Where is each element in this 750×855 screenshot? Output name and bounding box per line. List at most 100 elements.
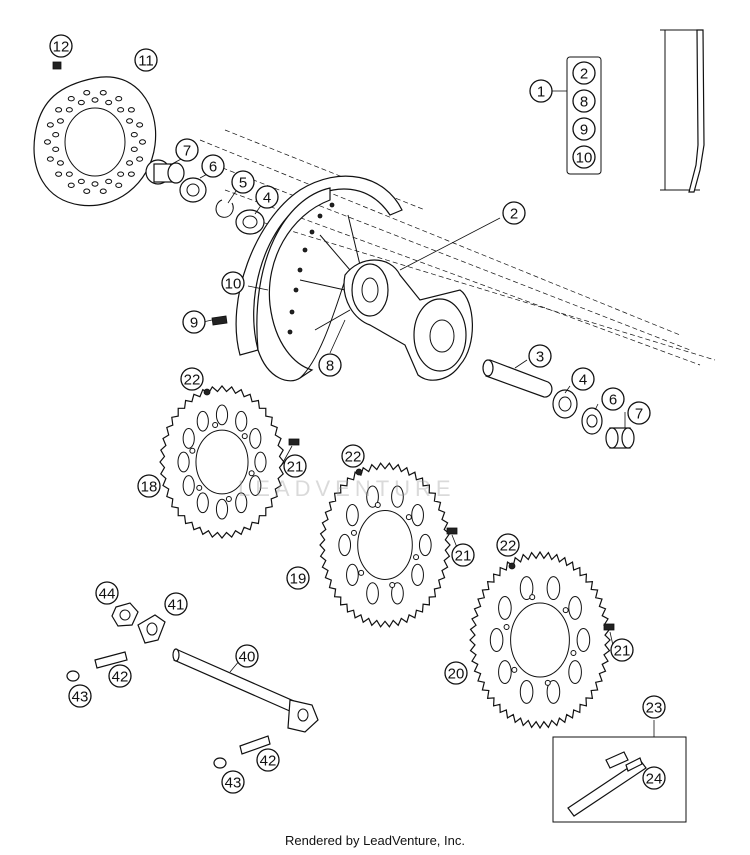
sprocket-20 (469, 550, 611, 730)
disc-bolt (52, 61, 62, 70)
left-bearing (179, 177, 207, 203)
callout-9: 9 (182, 310, 206, 334)
callout-label: 22 (500, 538, 517, 555)
disc-hole (99, 188, 107, 194)
callout-6: 6 (601, 387, 625, 411)
sprocket-nut-20 (508, 562, 516, 570)
disc-hole (136, 156, 144, 162)
disc-hole (126, 118, 134, 124)
callout-label: 6 (609, 392, 617, 409)
sprocket-cutout (215, 404, 229, 426)
callout-41: 41 (164, 592, 188, 616)
callout-label: 8 (326, 358, 334, 375)
wheel-rim (235, 175, 403, 382)
sprocket-bolt-hole (511, 666, 518, 673)
callout-label: 22 (345, 449, 362, 466)
axle-nut (111, 602, 139, 627)
sprocket-cutout (338, 533, 352, 557)
right-spacer (605, 427, 635, 449)
callout-11: 11 (134, 48, 158, 72)
callout-label: 9 (580, 122, 588, 139)
sprocket-cutout (249, 428, 262, 449)
adjuster-nut-top (66, 670, 80, 682)
callout-21: 21 (451, 543, 475, 567)
disc-hole (136, 122, 144, 128)
sprocket-cutout (519, 576, 534, 601)
circlip (215, 199, 234, 218)
callout-label: 21 (614, 643, 631, 660)
disc-hole (44, 139, 51, 145)
callout-label: 10 (225, 276, 242, 293)
callout-42: 42 (256, 748, 280, 772)
sprocket-bolt-hole (562, 607, 569, 614)
sprocket-cutout (346, 563, 359, 587)
callout-label: 2 (510, 206, 518, 223)
chain-box (552, 720, 687, 823)
callout-21: 21 (610, 638, 634, 662)
sprocket-cutout (411, 503, 424, 527)
callout-label: 42 (260, 753, 277, 770)
callout-label: 9 (190, 315, 198, 332)
disc-hole (117, 107, 125, 113)
callout-24: 24 (642, 766, 666, 790)
sprocket-cutout (366, 485, 379, 508)
callout-3: 3 (528, 344, 552, 368)
sprocket-bolt-19 (446, 527, 458, 535)
sprocket-cutout (546, 576, 561, 601)
sprocket-cutout (498, 660, 512, 685)
callout-5: 5 (231, 170, 255, 194)
sprocket-cutout (498, 595, 512, 620)
sprocket-cutout (546, 679, 561, 704)
disc-hole (67, 95, 75, 102)
sprocket-bolt-hole (225, 496, 232, 503)
adjuster-bolt-top (94, 651, 128, 669)
disc-hole (91, 97, 99, 103)
sprocket-bolt-hole (248, 470, 255, 477)
sprocket-cutout (196, 410, 209, 432)
callout-43: 43 (221, 770, 245, 794)
callout-label: 21 (455, 548, 472, 565)
disc-hole (130, 132, 138, 138)
sprocket-center (510, 602, 570, 678)
sprocket-bolt-hole (212, 421, 219, 428)
sprocket-cutout (235, 410, 248, 432)
disc-hole (115, 182, 123, 189)
adjuster-bolt-bottom (239, 735, 271, 755)
sprocket-nut-19 (355, 468, 363, 476)
right-bearing (552, 389, 578, 419)
callout-label: 7 (635, 406, 643, 423)
kit-callout-2: 2 (572, 61, 596, 85)
callout-43: 43 (68, 684, 92, 708)
callout-label: 8 (580, 94, 588, 111)
sprocket-bolt-hole (350, 529, 357, 536)
sprocket-bolt-hole (544, 679, 551, 686)
callout-4: 4 (255, 185, 279, 209)
sprocket-cutout (391, 485, 404, 508)
disc-hole (56, 160, 64, 166)
callout-42: 42 (108, 664, 132, 688)
disc-hole (65, 171, 73, 177)
chain-adjuster (137, 614, 166, 644)
callout-label: 1 (537, 84, 545, 101)
callout-8: 8 (318, 353, 342, 377)
callout-18: 18 (137, 474, 161, 498)
kit-group-box (552, 56, 602, 175)
callout-10: 10 (221, 271, 245, 295)
sprocket-cutout (489, 628, 504, 652)
sprocket-bolt-hole (389, 581, 396, 588)
callout-label: 44 (99, 586, 116, 603)
sprocket-bolt-hole (529, 594, 536, 601)
spoke-nipple (211, 315, 228, 326)
callout-label: 2 (580, 66, 588, 83)
disc-hole (46, 122, 54, 128)
disc-hole (55, 107, 63, 113)
callout-label: 4 (263, 190, 271, 207)
sprocket-bolt-hole (196, 484, 203, 491)
disc-hole (46, 156, 54, 162)
sprocket-bolt-hole (405, 514, 412, 521)
disc-hole (105, 178, 113, 185)
callout-label: 23 (646, 700, 663, 717)
sprocket-19 (319, 462, 451, 628)
